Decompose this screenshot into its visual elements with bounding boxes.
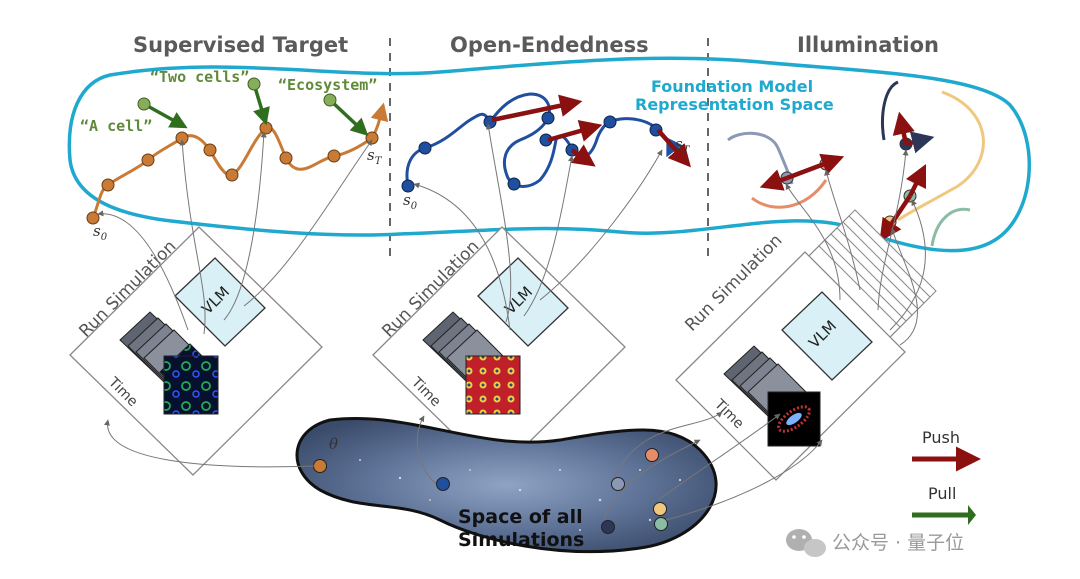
- quote-two-cells: “Two cells”: [150, 68, 249, 86]
- simulation-panel-illumination: Run Simulation Time VLM: [675, 209, 937, 481]
- simulation-panel-supervised: Run Simulation Time VLM: [69, 226, 323, 476]
- space-sample-points: [313, 448, 668, 534]
- foundation-model-space-outline: [67, 56, 1031, 253]
- open-endedness-trajectory: [405, 92, 683, 188]
- legend: Push Pull: [912, 428, 981, 525]
- section-title-supervised-target: Supervised Target: [133, 33, 348, 57]
- simulation-panel-open: Run Simulation Time VLM: [372, 226, 626, 476]
- theta-label: θ: [329, 435, 338, 453]
- watermark-text: 公众号 · 量子位: [832, 532, 964, 554]
- label-sT-open: sT: [675, 135, 691, 156]
- supervised-pull-arrows: [137, 77, 369, 136]
- section-title-illumination: Illumination: [797, 33, 939, 57]
- simulation-frame-green-cells-front: [163, 355, 219, 415]
- illumination-push-arrows: [759, 111, 935, 242]
- space-of-all-simulations-label-line1: Space of all: [458, 506, 583, 528]
- connector-arrows: [97, 123, 926, 521]
- simulation-frame-blue-pattern-content: [777, 405, 811, 433]
- legend-push-label: Push: [922, 428, 960, 447]
- label-sT-supervised: sT: [367, 146, 383, 167]
- legend-pull-arrowhead: [968, 505, 976, 525]
- quote-ecosystem: “Ecosystem”: [278, 76, 377, 94]
- watermark: 公众号 · 量子位: [786, 529, 964, 557]
- illumination-trajectories: [727, 80, 985, 247]
- space-stars: [359, 459, 682, 531]
- quote-a-cell: “A cell”: [80, 117, 152, 135]
- foundation-model-label: Foundation Model: [651, 77, 813, 96]
- legend-pull-label: Pull: [928, 484, 956, 503]
- section-title-open-endedness: Open-Endedness: [450, 33, 649, 57]
- label-s0-supervised: s0: [93, 222, 108, 243]
- space-of-all-simulations-label-line2: Simulations: [458, 529, 584, 551]
- wechat-icon: [786, 529, 826, 557]
- simulation-frame-red-cells: [465, 355, 521, 415]
- representation-space-label: Representation Space: [635, 95, 834, 114]
- label-s0-open: s0: [403, 191, 418, 212]
- open-endedness-push-arrows: [491, 94, 691, 168]
- open-endedness-trajectory-points: [401, 111, 663, 193]
- space-of-all-simulations-blob: [295, 416, 718, 554]
